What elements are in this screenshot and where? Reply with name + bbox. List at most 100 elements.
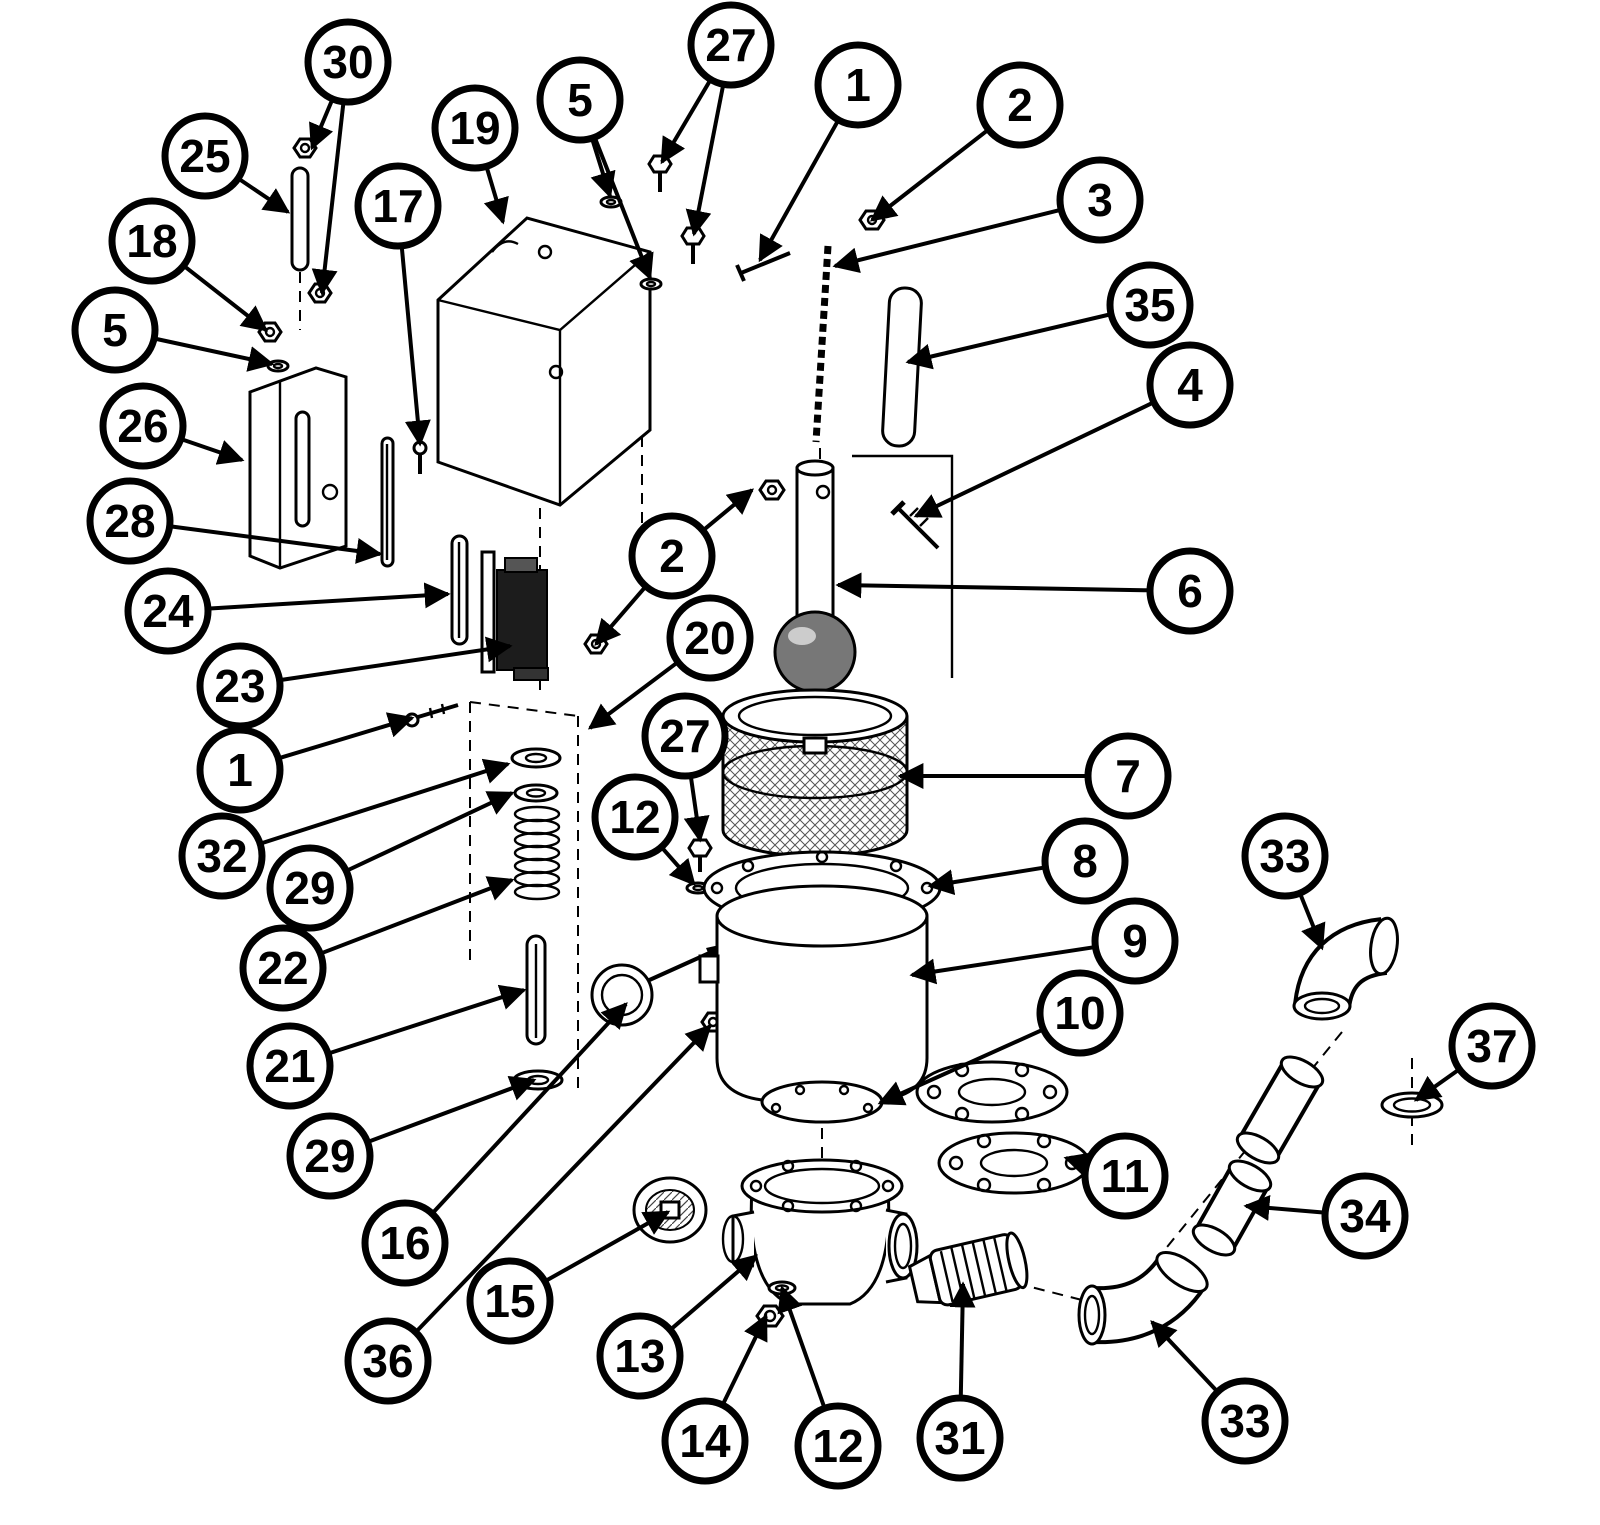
- svg-text:5: 5: [102, 304, 128, 356]
- callout-8: 8: [927, 817, 1129, 905]
- washer-29-top: [513, 783, 559, 803]
- svg-text:36: 36: [362, 1335, 413, 1387]
- callout-33: 33: [1241, 812, 1329, 951]
- svg-text:3: 3: [1087, 174, 1113, 226]
- callout-2: 2: [869, 61, 1064, 222]
- part-gasket-lower: [937, 1131, 1091, 1195]
- svg-text:5: 5: [567, 74, 593, 126]
- callout-25: 25: [161, 112, 291, 214]
- screw-27a: [647, 154, 673, 192]
- screw-1-left: [404, 703, 459, 728]
- callout-35: 35: [905, 261, 1194, 370]
- part-solenoid: [480, 550, 549, 681]
- callout-22: 22: [239, 876, 515, 1012]
- svg-text:23: 23: [214, 660, 265, 712]
- part-mounting-bracket: [248, 366, 348, 570]
- callout-20: 20: [587, 594, 754, 730]
- svg-text:27: 27: [705, 19, 756, 71]
- callout-27: 27: [660, 1, 775, 237]
- svg-text:4: 4: [1177, 359, 1203, 411]
- svg-text:27: 27: [659, 710, 710, 762]
- callout-23: 23: [196, 636, 513, 730]
- callout-12: 12: [591, 773, 696, 886]
- svg-text:13: 13: [614, 1330, 665, 1382]
- part-coupling-34: [1191, 1159, 1273, 1257]
- part-valve-body: [721, 1158, 919, 1306]
- part-tank-body: [698, 884, 929, 1124]
- part-latch-bar: [450, 534, 469, 646]
- callout-29: 29: [286, 1075, 537, 1200]
- svg-text:30: 30: [322, 36, 373, 88]
- callout-6: 6: [835, 547, 1234, 635]
- svg-text:8: 8: [1072, 835, 1098, 887]
- svg-text:31: 31: [934, 1412, 985, 1464]
- svg-text:33: 33: [1259, 830, 1310, 882]
- svg-text:16: 16: [379, 1217, 430, 1269]
- part-overflow-pipe: [795, 459, 835, 622]
- washer-5b: [639, 277, 663, 291]
- callout-1: 1: [196, 712, 415, 814]
- part-washer-37: [1380, 1091, 1444, 1119]
- callout-29: 29: [266, 791, 515, 932]
- callout-10: 10: [877, 969, 1124, 1106]
- callout-13: 13: [596, 1254, 758, 1400]
- part-threaded-rod: [812, 245, 832, 443]
- svg-text:35: 35: [1124, 279, 1175, 331]
- callout-5: 5: [71, 286, 275, 374]
- nut-lower: [307, 282, 333, 304]
- svg-text:12: 12: [812, 1420, 863, 1472]
- part-strainer-basket: [721, 688, 909, 858]
- washer-32: [510, 747, 562, 769]
- callout-27: 27: [641, 692, 729, 843]
- callout-36: 36: [344, 1024, 712, 1405]
- svg-text:12: 12: [609, 791, 660, 843]
- callout-4: 4: [913, 341, 1234, 518]
- svg-text:29: 29: [304, 1130, 355, 1182]
- callout-5: 5: [536, 56, 654, 281]
- svg-text:34: 34: [1339, 1190, 1391, 1242]
- part-rubber-tube: [881, 286, 923, 448]
- svg-text:1: 1: [227, 744, 253, 796]
- svg-text:2: 2: [659, 530, 685, 582]
- callout-32: 32: [178, 758, 511, 900]
- callout-16: 16: [361, 1002, 628, 1287]
- callout-17: 17: [354, 162, 442, 447]
- callout-15: 15: [466, 1210, 671, 1345]
- svg-text:37: 37: [1466, 1020, 1517, 1072]
- callout-34: 34: [1243, 1172, 1409, 1260]
- callout-37: 37: [1413, 1002, 1536, 1102]
- part-spacer-tube: [290, 166, 310, 272]
- svg-text:15: 15: [484, 1275, 535, 1327]
- callout-28: 28: [86, 477, 383, 565]
- svg-text:1: 1: [845, 59, 871, 111]
- callout-7: 7: [897, 732, 1172, 820]
- svg-text:29: 29: [284, 862, 335, 914]
- svg-text:18: 18: [126, 215, 177, 267]
- nut-2-mid: [758, 479, 786, 501]
- svg-text:6: 6: [1177, 565, 1203, 617]
- svg-text:21: 21: [264, 1040, 315, 1092]
- callout-18: 18: [108, 197, 269, 332]
- svg-text:11: 11: [1101, 1150, 1150, 1202]
- part-guide-rod: [380, 436, 395, 568]
- part-threaded-plug: [632, 1176, 708, 1244]
- bracket-frame: [852, 454, 954, 678]
- callout-9: 9: [909, 897, 1179, 985]
- svg-text:19: 19: [449, 102, 500, 154]
- callout-1: 1: [758, 41, 902, 263]
- svg-text:2: 2: [1007, 79, 1033, 131]
- svg-text:22: 22: [257, 942, 308, 994]
- svg-text:28: 28: [104, 495, 155, 547]
- callout-12: 12: [777, 1285, 882, 1490]
- svg-text:17: 17: [372, 180, 423, 232]
- svg-text:9: 9: [1122, 915, 1148, 967]
- part-spring: [513, 805, 561, 901]
- svg-text:14: 14: [679, 1415, 731, 1467]
- svg-text:33: 33: [1219, 1395, 1270, 1447]
- part-gasket-upper: [915, 1060, 1069, 1124]
- callout-11: 11: [1063, 1132, 1169, 1220]
- bolt-27-mid: [687, 838, 713, 872]
- svg-text:20: 20: [684, 612, 735, 664]
